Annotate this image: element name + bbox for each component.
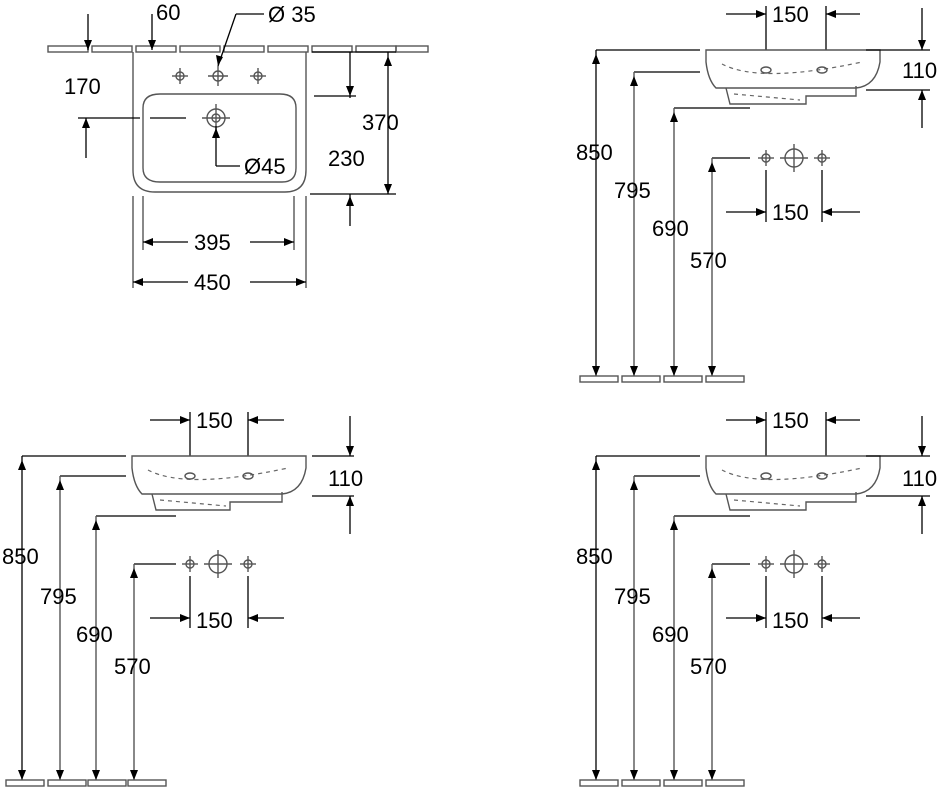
dim-top-spacing-label: 150: [772, 2, 809, 27]
dim-60-label: 60: [156, 0, 180, 25]
dim-850-label: 850: [576, 544, 613, 569]
basin-side-outline: [705, 49, 881, 89]
dim-bottom-spacing-label: 150: [772, 200, 809, 225]
dim-795-label: 795: [614, 178, 651, 203]
dim-bottom-spacing-label: 150: [772, 608, 809, 633]
dim-110-label: 110: [902, 58, 937, 83]
dim-top-spacing-label: 150: [772, 408, 809, 433]
dim-110-label: 110: [902, 466, 937, 491]
dim-795-label: 795: [614, 584, 651, 609]
dim-570-label: 570: [114, 654, 151, 679]
basin-side-outline: [131, 455, 307, 495]
dim-top-spacing-label: 150: [196, 408, 233, 433]
tap-hole-icon: [172, 66, 266, 86]
dim-overflow-label: Ø45: [244, 154, 286, 179]
dim-395-label: 395: [194, 230, 231, 255]
supply-hole-icon: [758, 144, 830, 172]
side-view-top-right: 150 110 850 7: [576, 2, 937, 383]
dim-570-label: 570: [690, 248, 727, 273]
dim-850-label: 850: [2, 544, 39, 569]
dim-370-label: 370: [362, 110, 399, 135]
dim-bottom-spacing-label: 150: [196, 608, 233, 633]
dim-230-label: 230: [328, 146, 365, 171]
wall-line: [47, 45, 429, 53]
side-view-bottom-left: 150 110 850 795 690: [2, 408, 363, 787]
dim-690-label: 690: [652, 216, 689, 241]
side-view-bottom-right: 150 110 850 795 690: [576, 408, 937, 787]
dim-tap-hole-label: Ø 35: [268, 2, 316, 27]
dim-110-label: 110: [328, 466, 363, 491]
supply-hole-icon: [182, 550, 256, 578]
basin-outline: [132, 52, 307, 193]
plan-view: 60 Ø 35 170 370 230 Ø45 39: [47, 0, 429, 295]
bowl-outline: [142, 93, 297, 183]
dim-795-label: 795: [40, 584, 77, 609]
dim-690-label: 690: [76, 622, 113, 647]
dim-450-label: 450: [194, 270, 231, 295]
dim-570-label: 570: [690, 654, 727, 679]
dim-850-label: 850: [576, 140, 613, 165]
dim-690-label: 690: [652, 622, 689, 647]
dim-170-label: 170: [64, 74, 101, 99]
supply-hole-icon: [758, 550, 830, 578]
basin-side-outline: [705, 455, 881, 495]
